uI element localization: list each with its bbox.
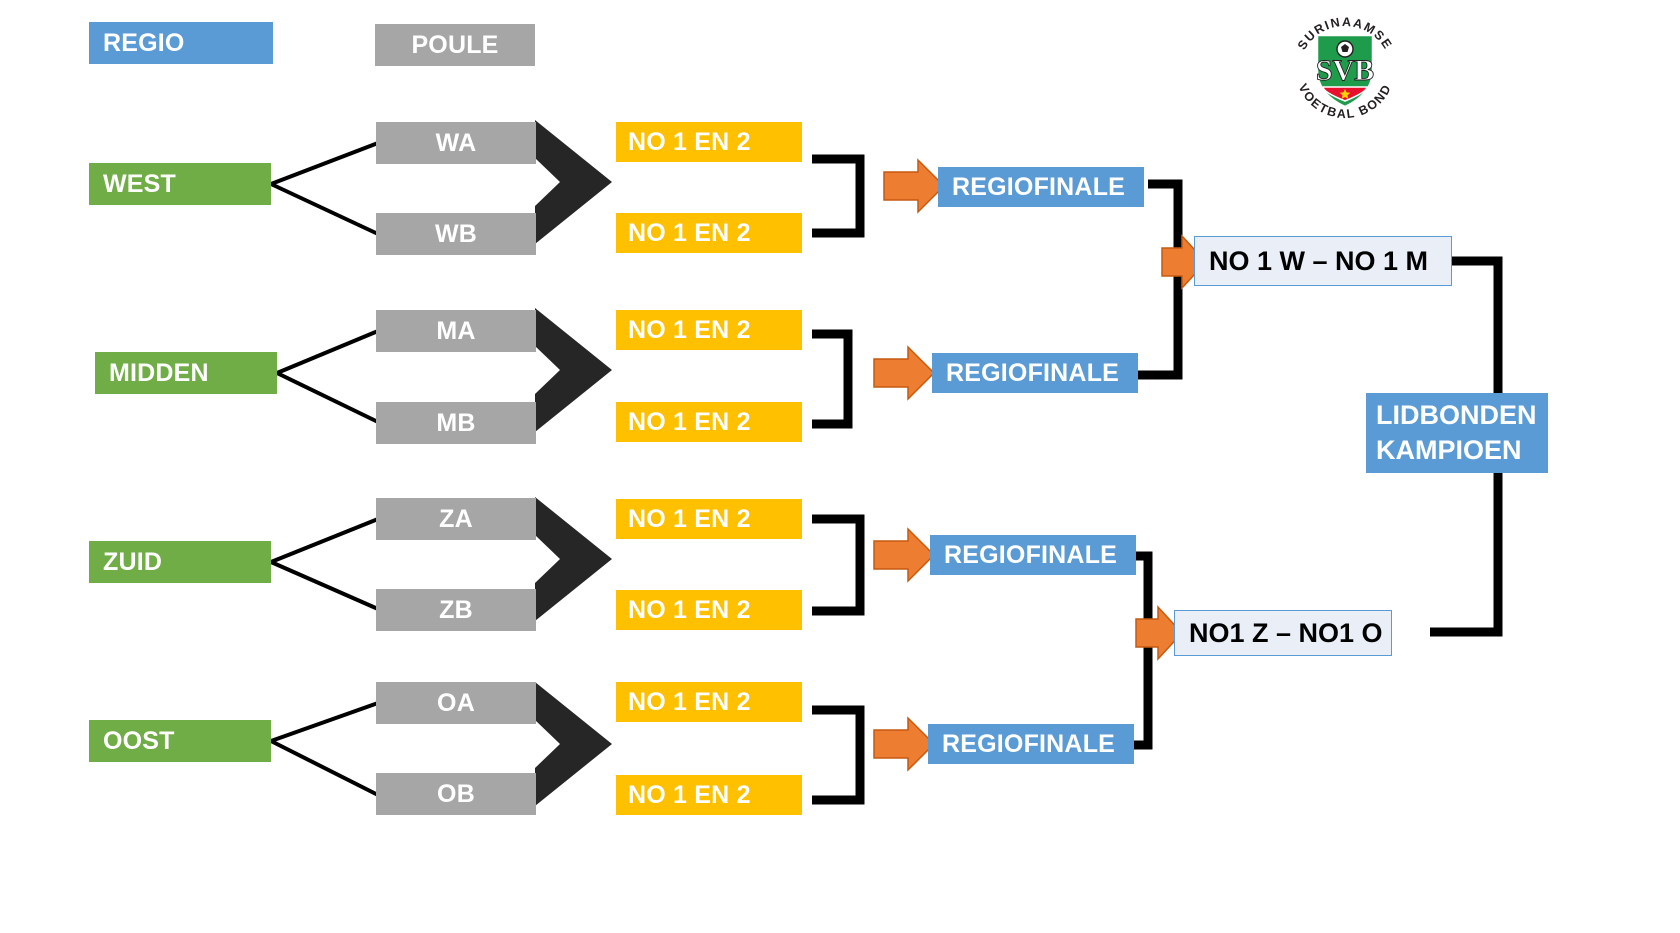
chevron-arrows-group: [535, 120, 612, 806]
qualifier-box-mb: NO 1 EN 2: [616, 402, 802, 442]
poule-box-oa: OA: [376, 682, 536, 724]
poule-box-ob: OB: [376, 773, 536, 815]
bracket-semifinal-bottom: [1118, 551, 1153, 750]
semifinal-box-west-midden: NO 1 W – NO 1 M: [1194, 236, 1452, 286]
region-box-west: WEST: [89, 163, 271, 205]
poule-box-mb: MB: [376, 402, 536, 444]
qualifier-box-zb: NO 1 EN 2: [616, 590, 802, 630]
chevron-arrow-zuid: [535, 497, 612, 621]
champion-line-1: LIDBONDEN: [1376, 400, 1537, 431]
qualifier-box-ob: NO 1 EN 2: [616, 775, 802, 815]
region-box-midden: MIDDEN: [95, 352, 277, 394]
regiofinale-box-oost: REGIOFINALE: [928, 724, 1134, 764]
regiofinale-box-midden: REGIOFINALE: [932, 353, 1138, 393]
qualifier-box-ma: NO 1 EN 2: [616, 310, 802, 350]
poule-box-zb: ZB: [376, 589, 536, 631]
poule-box-ma: MA: [376, 310, 536, 352]
split-line-midden-bottom: [276, 371, 379, 424]
semifinal-box-zuid-oost: NO1 Z – NO1 O: [1174, 610, 1392, 656]
poule-box-wa: WA: [376, 122, 536, 164]
bracket-midden-qualifiers: [812, 329, 853, 429]
qualifier-box-wb: NO 1 EN 2: [616, 213, 802, 253]
split-line-west-bottom: [270, 182, 379, 236]
qualifier-box-za: NO 1 EN 2: [616, 499, 802, 539]
split-line-oost-top: [270, 701, 379, 743]
svb-monogram: SVB: [1316, 54, 1374, 87]
chevron-arrow-west: [535, 120, 612, 244]
orange-arrow-regiofinale-midden: [873, 345, 936, 401]
bracket-oost-qualifiers: [812, 705, 865, 805]
header-regio: REGIO: [89, 22, 273, 64]
chevron-arrow-midden: [535, 308, 612, 432]
orange-arrow-regiofinale-zuid: [873, 527, 936, 583]
orange-arrow-regiofinale-oost: [873, 716, 936, 772]
split-line-west-top: [270, 141, 379, 186]
qualifier-box-oa: NO 1 EN 2: [616, 682, 802, 722]
poule-box-za: ZA: [376, 498, 536, 540]
champion-box: LIDBONDEN KAMPIOEN: [1366, 393, 1548, 473]
svb-logo: SURINAAMSE VOETBAL BOND SVB: [1285, 8, 1405, 126]
bracket-semifinal-top: [1138, 179, 1183, 380]
split-line-oost-bottom: [270, 739, 379, 797]
champion-line-2: KAMPIOEN: [1376, 435, 1522, 465]
svb-logo-graphic: SURINAAMSE VOETBAL BOND SVB: [1295, 15, 1394, 121]
header-poule: POULE: [375, 24, 535, 66]
bracket-zuid-qualifiers: [812, 514, 865, 616]
regiofinale-box-zuid: REGIOFINALE: [930, 535, 1136, 575]
region-box-oost: OOST: [89, 720, 271, 762]
orange-arrow-regiofinale-west: [883, 158, 946, 214]
orange-arrows-group: [873, 158, 1208, 772]
region-box-zuid: ZUID: [89, 541, 271, 583]
chevron-arrow-oost: [535, 682, 612, 806]
split-line-zuid-top: [270, 517, 379, 564]
bracket-west-qualifiers: [812, 154, 865, 238]
split-line-zuid-bottom: [270, 560, 379, 611]
poule-box-wb: WB: [376, 213, 536, 255]
star-icon: [1339, 89, 1351, 99]
qualifier-box-wa: NO 1 EN 2: [616, 122, 802, 162]
split-line-midden-top: [276, 329, 379, 375]
regiofinale-box-west: REGIOFINALE: [938, 167, 1144, 207]
